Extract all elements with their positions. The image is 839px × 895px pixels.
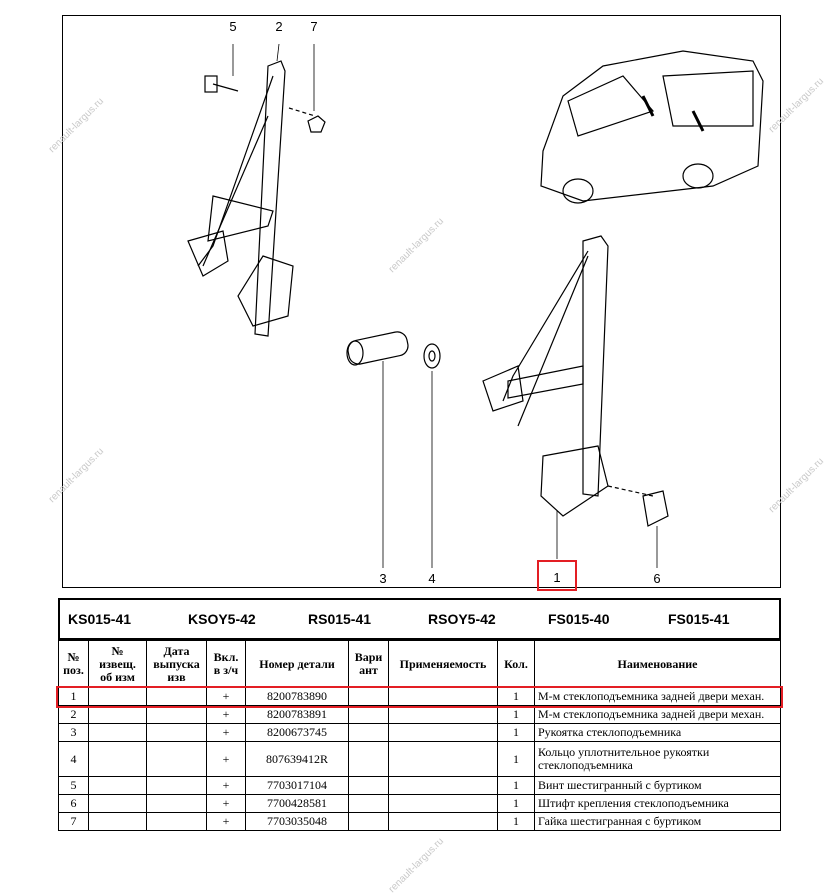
cell-qty: 1 [497,741,535,777]
cell-applicability [388,741,498,777]
cell-date [146,741,207,777]
cell-notice [88,812,147,831]
callout-6: 6 [653,571,661,586]
cell-name: Штифт крепления стеклоподъемника [534,794,781,813]
model-codes-bar: KS015-41 KSOY5-42 RS015-41 RSOY5-42 FS01… [58,598,781,640]
row-highlight-box [56,686,783,708]
callout-4: 4 [428,571,436,586]
cell-qty: 1 [497,723,535,742]
cell-included: + [206,794,246,813]
cell-applicability [388,705,498,724]
right-regulator [482,235,669,527]
cell-pos: 3 [58,723,89,742]
cell-notice [88,794,147,813]
cell-variant [348,794,389,813]
left-regulator [187,60,326,337]
model-code: FS015-41 [668,611,730,627]
cell-date [146,705,207,724]
car-illustration [540,50,764,204]
callout-3: 3 [379,571,387,586]
col-qty: Кол. [497,640,535,688]
cell-part-number: 7703017104 [245,776,349,795]
cell-name: Кольцо уплотнительное рукоятки стеклопод… [534,741,781,777]
cell-variant [348,723,389,742]
col-notice: № извещ. об изм [88,640,147,688]
cell-part-number: 7703035048 [245,812,349,831]
cell-pos: 5 [58,776,89,795]
callout-2: 2 [275,19,283,34]
cell-pos: 2 [58,705,89,724]
cell-notice [88,776,147,795]
parts-table: № поз. № извещ. об изм Дата выпуска изв … [58,640,781,831]
model-code: FS015-40 [548,611,610,627]
model-code: KSOY5-42 [188,611,256,627]
cell-pos: 4 [58,741,89,777]
cell-part-number: 8200783891 [245,705,349,724]
cell-part-number: 807639412R [245,741,349,777]
cell-qty: 1 [497,776,535,795]
cell-qty: 1 [497,812,535,831]
cell-notice [88,705,147,724]
cell-qty: 1 [497,794,535,813]
callout-1: 1 [553,570,561,585]
model-code: RSOY5-42 [428,611,496,627]
col-date: Дата выпуска изв [146,640,207,688]
cell-applicability [388,812,498,831]
cell-date [146,794,207,813]
cell-included: + [206,741,246,777]
cell-notice [88,723,147,742]
cell-variant [348,705,389,724]
col-pos: № поз. [58,640,89,688]
callout-highlight-box [537,560,577,591]
cell-part-number: 7700428581 [245,794,349,813]
cell-included: + [206,705,246,724]
callout-leaders [232,43,658,568]
cell-applicability [388,723,498,742]
cell-name: М-м стеклоподъемника задней двери механ. [534,705,781,724]
model-code: KS015-41 [68,611,132,627]
callout-7: 7 [310,19,318,34]
cell-variant [348,812,389,831]
cell-name: Гайка шестигранная с буртиком [534,812,781,831]
cell-pos: 7 [58,812,89,831]
col-variant: Вари ант [348,640,389,688]
window-regulator-drawing [187,43,764,568]
cell-part-number: 8200783890 [245,687,349,706]
cell-applicability [388,794,498,813]
cell-pos: 6 [58,794,89,813]
col-part-number: Номер детали [245,640,349,688]
col-name: Наименование [534,640,781,688]
col-applicability: Применяемость [388,640,498,688]
cell-included: + [206,812,246,831]
col-included: Вкл. в з/ч [206,640,246,688]
cell-notice [88,741,147,777]
cell-variant [348,741,389,777]
cell-part-number: 8200673745 [245,723,349,742]
table-header-row: № поз. № извещ. об изм Дата выпуска изв … [58,640,781,688]
cell-applicability [388,776,498,795]
cell-name: Винт шестигранный с буртиком [534,776,781,795]
callout-5: 5 [229,19,237,34]
cell-qty: 1 [497,705,535,724]
cell-name: Рукоятка стеклоподъемника [534,723,781,742]
cell-date [146,723,207,742]
cell-included: + [206,723,246,742]
handle-and-ring [346,331,441,369]
cell-date [146,776,207,795]
watermark: renault-largus.ru [386,835,447,895]
cell-included: + [206,776,246,795]
cell-date [146,812,207,831]
cell-variant [348,776,389,795]
model-code: RS015-41 [308,611,372,627]
exploded-parts-diagram: 5 2 7 3 4 1 6 [62,15,781,591]
